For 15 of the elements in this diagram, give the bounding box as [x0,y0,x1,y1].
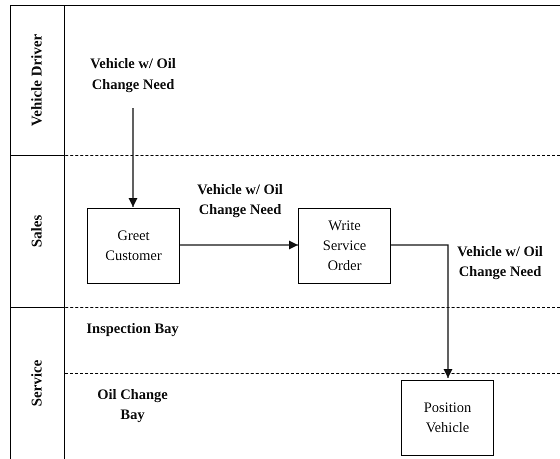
sub-lane-title: Oil Change Bay [96,386,169,425]
arrow [128,108,138,207]
swimlane [10,5,560,155]
lane-title: Vehicle Driver [29,34,46,126]
flow-item-text: Vehicle w/ Oil Change Need [88,41,178,109]
arrow [180,240,298,250]
process-box: Greet Customer [87,208,180,284]
sub-lane [65,373,560,459]
arrow [391,244,452,378]
process-box: Write Service Order [298,208,391,284]
swimlane [10,307,560,459]
process-box: Position Vehicle [401,380,494,456]
sub-lane-title: Inspection Bay [85,320,180,339]
lane-title: Sales [29,215,46,248]
lane-title: Service [29,360,46,407]
